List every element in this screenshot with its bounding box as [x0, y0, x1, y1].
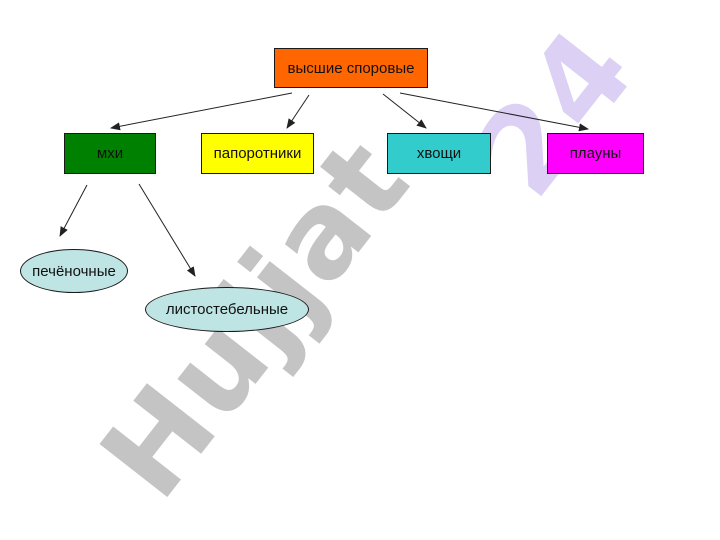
- arrow-root-to-mosses: [110, 92, 293, 131]
- arrow-mosses-to-leafy: [138, 183, 196, 277]
- group-node-label: плауны: [569, 145, 622, 162]
- group-node-ferns: папоротники: [201, 133, 314, 174]
- root-node: высшие споровые: [274, 48, 428, 88]
- arrow-root-to-horsetails: [382, 93, 427, 129]
- group-node-horsetails: хвощи: [387, 133, 491, 174]
- group-node-mosses: мхи: [64, 133, 156, 174]
- group-node-label: мхи: [96, 145, 124, 162]
- subgroup-node-label: печёночные: [32, 262, 116, 280]
- group-node-label: папоротники: [213, 145, 302, 162]
- arrow-mosses-to-liverworts: [59, 184, 88, 237]
- arrow-root-to-ferns: [286, 94, 310, 129]
- subgroup-node-leafy: листостебельные: [145, 287, 309, 332]
- root-node-label: высшие споровые: [287, 59, 415, 77]
- arrow-root-to-clubmosses: [399, 92, 589, 132]
- subgroup-node-liverworts: печёночные: [20, 249, 128, 293]
- group-node-clubmosses: плауны: [547, 133, 644, 174]
- group-node-label: хвощи: [416, 145, 462, 162]
- subgroup-node-label: листостебельные: [165, 301, 289, 318]
